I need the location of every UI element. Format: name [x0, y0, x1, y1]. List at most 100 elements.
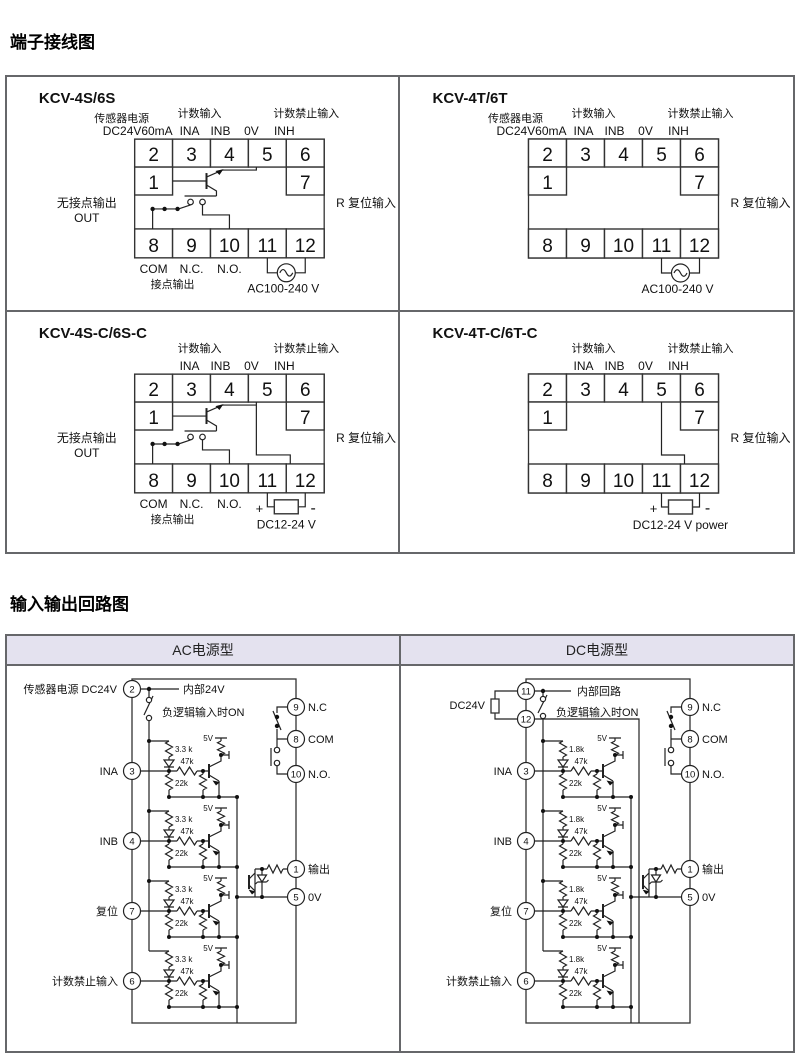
contact-point: [187, 433, 194, 441]
terminal-4: 4: [224, 380, 235, 401]
inh-label: INH: [668, 124, 689, 138]
terminal-6: 6: [694, 145, 705, 166]
svg-text:8: 8: [687, 735, 692, 746]
terminal-circles: 11 12 3 4 7 6 9 8 10 1 5: [516, 681, 700, 991]
svg-text:3.3 k: 3.3 k: [175, 745, 193, 754]
reset-input-label: R 复位输入: [731, 430, 791, 445]
minus-s: -: [311, 500, 316, 517]
terminal-diagrams-frame: KCV-4S/6S 传感器电源 DC24V60mA 计数输入 计数禁止输入 IN…: [5, 75, 795, 554]
svg-text:8: 8: [293, 735, 298, 746]
svg-text:5V: 5V: [203, 944, 213, 953]
ac-circuit-panel: 内部24V 负逻辑输入时ON: [7, 666, 401, 1051]
panel-kcv-4s-c-6s-c: KCV-4S-C/6S-C 计数输入 计数禁止输入 INA INB 0V INH…: [7, 312, 400, 552]
internal-output-wiring: [152, 167, 257, 229]
output-transistor-arrow: [642, 889, 650, 895]
terminal-5: 5: [262, 145, 273, 166]
svg-text:1.8k: 1.8k: [569, 745, 585, 754]
svg-text:5V: 5V: [597, 734, 607, 743]
svg-text:INB: INB: [494, 836, 512, 848]
stage-arrows: [212, 780, 220, 996]
no-label: N.O.: [217, 497, 242, 511]
svg-text:1: 1: [687, 865, 692, 876]
terminal-12: 12: [295, 471, 316, 492]
svg-text:复位: 复位: [96, 904, 118, 918]
svg-text:N.C: N.C: [308, 702, 327, 714]
terminal-6: 6: [694, 380, 705, 401]
terminal-2: 2: [148, 145, 159, 166]
terminal-6: 6: [300, 380, 311, 401]
top-labels: 计数输入 计数禁止输入 INA INB 0V INH: [572, 341, 734, 373]
svg-text:2: 2: [129, 685, 134, 696]
internal-circuit-label: 内部回路: [577, 684, 621, 698]
count-input-label: 计数输入: [178, 341, 222, 355]
svg-text:1.8k: 1.8k: [569, 815, 585, 824]
section1-title: 端子接线图: [10, 33, 95, 52]
ac-circuit-diagram: 内部24V 负逻辑输入时ON: [23, 678, 334, 1024]
svg-text:22k: 22k: [569, 919, 583, 928]
svg-text:47k: 47k: [181, 827, 195, 836]
terminal-1: 1: [542, 173, 553, 194]
contact-point: [199, 198, 206, 206]
svg-text:22k: 22k: [175, 779, 189, 788]
relay-contacts: [270, 706, 288, 775]
panel-kcv-4s-6s: KCV-4S/6S 传感器电源 DC24V60mA 计数输入 计数禁止输入 IN…: [7, 77, 400, 312]
sensor-power-spec: DC24V60mA: [496, 124, 566, 138]
ac-type-header: AC电源型: [7, 636, 401, 664]
svg-text:N.O.: N.O.: [308, 769, 331, 781]
svg-text:22k: 22k: [175, 849, 189, 858]
ac-source-label: 传感器电源 DC24V: [23, 682, 117, 696]
svg-text:10: 10: [685, 770, 696, 781]
side-labels: 无接点输出 OUT R 复位输入: [57, 430, 396, 460]
ina-label: INA: [573, 359, 593, 373]
terminal-8: 8: [148, 236, 159, 257]
output-transistor-arrow: [248, 889, 256, 895]
dc-source-icon: [273, 499, 299, 515]
svg-text:3.3 k: 3.3 k: [175, 815, 193, 824]
terminal-10: 10: [219, 471, 240, 492]
zero-v-label: 0V: [244, 124, 259, 138]
svg-text:7: 7: [523, 907, 528, 918]
svg-text:3.3 k: 3.3 k: [175, 955, 193, 964]
count-inhibit-label: 计数禁止输入: [273, 341, 339, 355]
terminal-8: 8: [542, 236, 553, 257]
terminal-7: 7: [300, 408, 311, 429]
svg-text:12: 12: [521, 715, 532, 726]
svg-text:输出: 输出: [702, 862, 724, 876]
stage-junctions: [561, 753, 633, 1009]
contact-point: [187, 198, 194, 206]
terminal-9: 9: [580, 236, 591, 257]
terminal-4: 4: [618, 145, 629, 166]
zero-v-internal-wire: [660, 402, 686, 464]
dc-supply-label: DC12-24 V: [257, 518, 316, 532]
io-circuit-body: 内部24V 负逻辑输入时ON: [7, 666, 793, 1051]
dc-supply-power-label: DC12-24 V power: [633, 518, 728, 532]
count-input-label: 计数输入: [572, 106, 616, 120]
inh-label: INH: [274, 359, 295, 373]
count-inhibit-label: 计数禁止输入: [668, 106, 734, 120]
count-inhibit-label: 计数禁止输入: [668, 341, 734, 355]
svg-text:22k: 22k: [175, 989, 189, 998]
com-label: COM: [140, 262, 168, 276]
svg-text:47k: 47k: [181, 897, 195, 906]
terminal-9: 9: [186, 471, 197, 492]
terminal-3: 3: [186, 145, 197, 166]
svg-text:47k: 47k: [575, 827, 589, 836]
svg-text:6: 6: [129, 977, 134, 988]
top-labels: 计数输入 计数禁止输入 INA INB 0V INH: [178, 341, 340, 373]
count-input-label: 计数输入: [178, 106, 222, 120]
ac-supply-wiring: [266, 257, 306, 283]
input-stages: [534, 737, 632, 1023]
reset-input-label: R 复位输入: [731, 195, 791, 210]
io-circuit-frame: AC电源型 DC电源型 内部24V 负逻辑输入时ON: [5, 634, 795, 1053]
contact-output-label: 接点输出: [151, 512, 195, 526]
inb-label: INB: [210, 359, 230, 373]
relay-contacts: [664, 706, 682, 775]
svg-text:22k: 22k: [569, 779, 583, 788]
terminal-1: 1: [148, 173, 159, 194]
svg-text:3.3 k: 3.3 k: [175, 885, 193, 894]
terminal-labels: INA INB 复位 计数禁止输入 N.C COM N.O. 输出 0V: [446, 702, 728, 988]
count-inhibit-label: 计数禁止输入: [273, 106, 339, 120]
dc-source-label: DC24V: [450, 700, 486, 712]
